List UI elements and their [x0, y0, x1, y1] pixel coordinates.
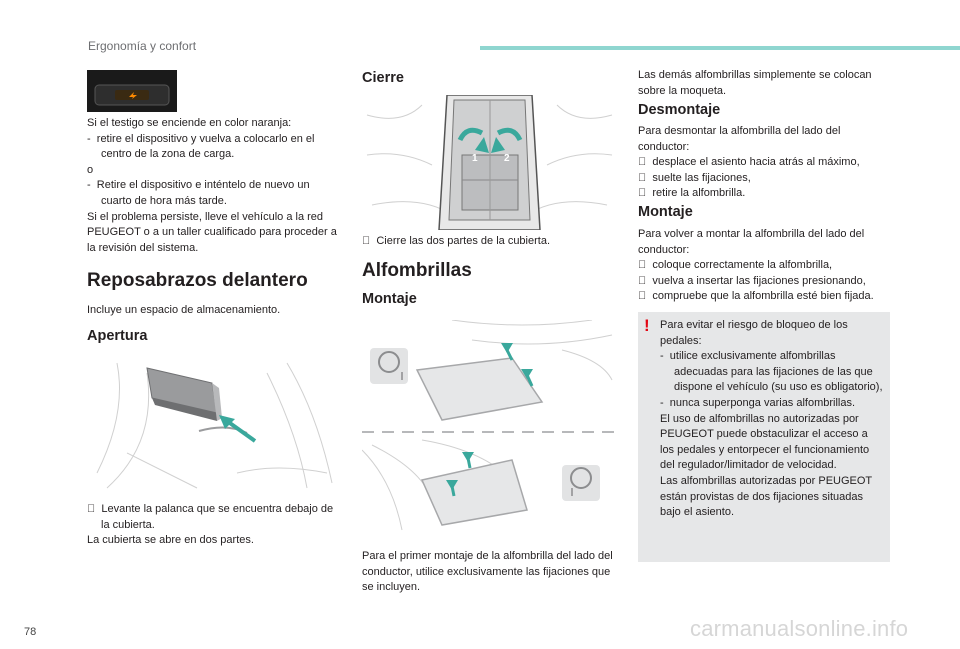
armrest-intro: Incluye un espacio de almacenamiento. — [87, 304, 281, 316]
apertura-title: Apertura — [87, 328, 148, 344]
montaje-intro: Para volver a montar la alfombrilla del … — [638, 228, 865, 256]
step-label: 1 — [472, 153, 478, 164]
warning-line: - nunca superponga varias alfombrillas. — [660, 396, 856, 409]
alfombrillas-title: Alfombrillas — [362, 260, 472, 281]
indicator-line: Si el problema persiste, lleve el vehícu… — [87, 210, 337, 254]
montaje-title: Montaje — [362, 291, 417, 307]
watermark: carmanualsonline.info — [690, 616, 909, 641]
warning-line: - utilice exclusivamente alfombrillas ad… — [660, 350, 883, 394]
desmontaje-intro: Para desmontar la alfombrilla del lado d… — [638, 125, 841, 153]
step-label: 2 — [504, 153, 510, 164]
warning-exclamation-icon: ! — [644, 316, 650, 335]
indicator-line: - Retire el dispositivo e inténtelo de n… — [87, 179, 310, 207]
montaje-step:  coloque correctamente la alfombrilla, — [638, 259, 832, 272]
warning-box: ! Para evitar el riesgo de bloqueo de lo… — [638, 312, 890, 562]
cierre-title: Cierre — [362, 70, 404, 86]
indicator-line: - retire el dispositivo y vuelva a coloc… — [87, 132, 315, 161]
desmontaje-step:  desplace el asiento hacia atrás al máx… — [638, 156, 860, 169]
warning-line: El uso de alfombrillas no autorizadas po… — [660, 412, 870, 472]
other-mats-intro: Las demás alfombrillas simplemente se co… — [638, 69, 872, 97]
montaje-title-2: Montaje — [638, 204, 693, 220]
header-accent-bar — [480, 46, 960, 50]
montaje-step:  vuelva a insertar las fijaciones presi… — [638, 274, 866, 287]
floor-mat-illustration — [361, 319, 617, 540]
montaje-steps: Para volver a montar la alfombrilla del … — [638, 227, 894, 305]
apertura-note: La cubierta se abre en dos partes. — [87, 534, 254, 547]
desmontaje-step:  suelte las fijaciones, — [638, 171, 751, 184]
warning-line: Las alfombrillas autorizadas por PEUGEOT… — [660, 474, 872, 519]
apertura-bullet:  Levante la palanca que se encuentra de… — [87, 503, 337, 531]
page-number: 78 — [24, 626, 37, 638]
desmontaje-step:  retire la alfombrilla. — [638, 187, 745, 200]
indicator-line: o — [87, 163, 94, 176]
montaje-step:  compruebe que la alfombrilla esté bien… — [638, 290, 874, 303]
section-header: Ergonomía y confort — [88, 39, 197, 53]
indicator-instructions: Si el testigo se enciende en color naran… — [87, 116, 343, 256]
warning-line: Para evitar el riesgo de bloqueo de los … — [660, 319, 848, 347]
desmontaje-steps: Para desmontar la alfombrilla del lado d… — [638, 124, 894, 202]
indicator-line: Si el testigo se enciende en color naran… — [87, 117, 292, 129]
cierre-bullet:  Cierre las dos partes de la cubierta. — [362, 235, 550, 247]
charging-indicator-image — [87, 70, 177, 112]
desmontaje-title: Desmontaje — [638, 102, 721, 118]
apertura-text:  Levante la palanca que se encuentra de… — [87, 502, 343, 549]
armrest-close-illustration: 1 2 — [362, 94, 617, 231]
montaje-text: Para el primer montaje de la alfombrilla… — [362, 550, 613, 594]
warning-text: Para evitar el riesgo de bloqueo de los … — [660, 318, 884, 521]
armrest-section-title: Reposabrazos delantero — [87, 270, 308, 291]
armrest-open-illustration — [87, 353, 342, 491]
